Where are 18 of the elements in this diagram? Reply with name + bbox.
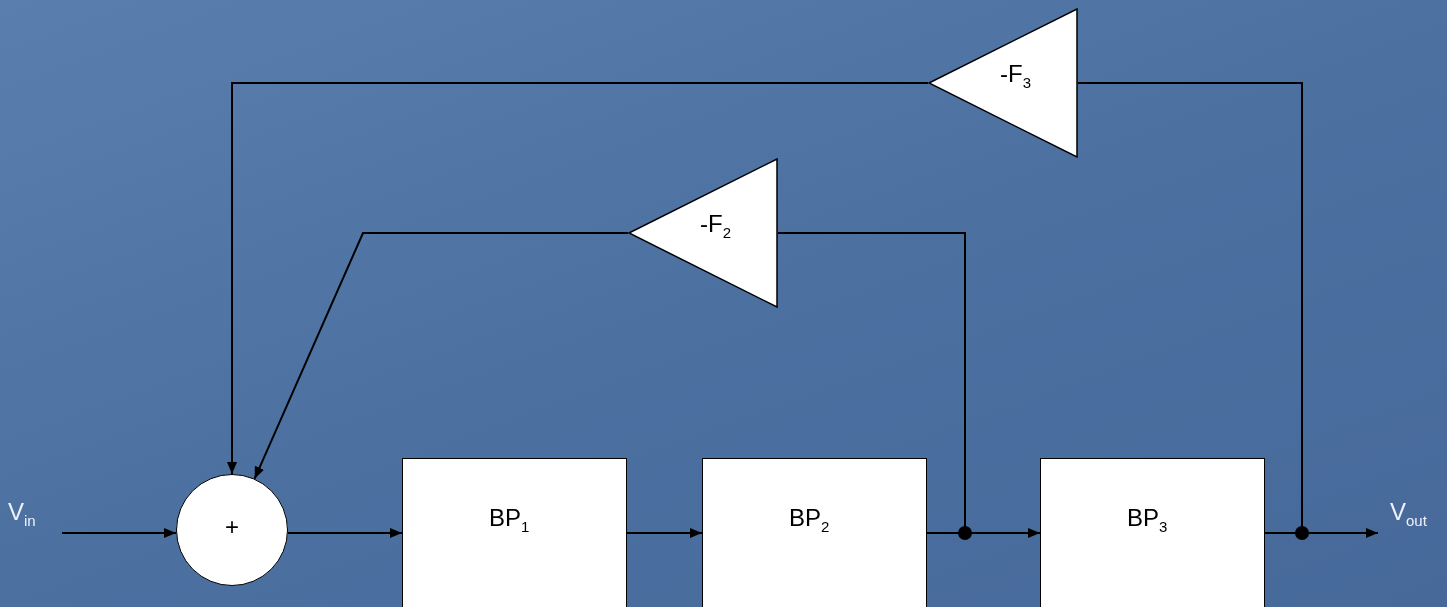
bandpass-filter-block bbox=[402, 458, 627, 607]
block-label: BP$_{2}$ bbox=[789, 504, 830, 535]
arrow bbox=[253, 232, 629, 480]
block-label: BP$_{3}$ bbox=[1127, 504, 1168, 535]
block-label: -F$_{2}$ bbox=[700, 210, 731, 241]
bandpass-filter-block bbox=[702, 458, 927, 607]
block-label: BP$_{1}$ bbox=[489, 504, 530, 535]
bandpass-filter-block bbox=[1040, 458, 1265, 607]
arrow bbox=[61, 528, 177, 538]
output-label: V$_{out}$ bbox=[1390, 498, 1427, 529]
arrow bbox=[227, 82, 929, 475]
block-label: -F$_{3}$ bbox=[1000, 60, 1031, 91]
input-label: V$_{in}$ bbox=[8, 498, 36, 529]
gain-triangle bbox=[928, 8, 1078, 158]
arrow bbox=[626, 528, 703, 538]
gain-triangle bbox=[628, 158, 778, 308]
arrow bbox=[287, 528, 403, 538]
block-label: + bbox=[225, 513, 239, 541]
